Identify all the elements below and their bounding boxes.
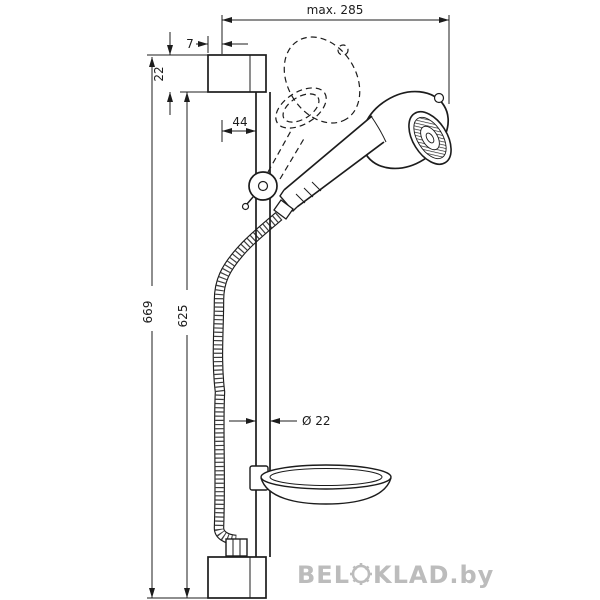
hand-shower-alt-position xyxy=(267,36,361,180)
gear-icon xyxy=(350,563,372,585)
hand-shower xyxy=(273,90,452,220)
slider-lever xyxy=(246,196,254,205)
dim-label-bar-diameter: Ø 22 xyxy=(302,414,331,428)
dimension-lines xyxy=(147,15,450,599)
hose-top-nut xyxy=(273,199,294,220)
slider-holder xyxy=(241,171,278,211)
head-handle-joint xyxy=(370,115,387,143)
alt-handle-edge xyxy=(267,128,293,173)
watermark-suffix: KLAD.by xyxy=(373,561,494,589)
hose-bottom-nut xyxy=(225,538,248,557)
grip-line xyxy=(311,181,322,192)
wall-bracket-bottom xyxy=(207,556,267,599)
alt-handle-edge xyxy=(279,136,306,180)
dim-label-max-reach: max. 285 xyxy=(307,3,364,17)
grip-line xyxy=(295,193,306,204)
soap-dish xyxy=(249,464,392,505)
alt-head-body xyxy=(283,36,361,124)
wall-bracket-top xyxy=(207,54,267,93)
hose-body xyxy=(213,212,282,545)
spray-face xyxy=(408,111,452,165)
slider-pivot xyxy=(257,180,269,192)
dim-label-total-height: 669 xyxy=(141,301,155,324)
soap-dish-inner-rim xyxy=(269,468,383,486)
alt-head-knob xyxy=(337,44,349,56)
handle-fill xyxy=(284,116,384,207)
dim-label-bar-length: 625 xyxy=(176,305,190,328)
dim-label-top-offset: 7 xyxy=(186,37,194,51)
shower-head-knob xyxy=(433,92,445,104)
shower-hose xyxy=(212,212,283,557)
spray-hub xyxy=(425,132,435,144)
handle-top-edge xyxy=(283,115,373,191)
slider-knob xyxy=(241,202,250,211)
dim-label-wall-distance: 44 xyxy=(232,115,247,129)
grip-line xyxy=(303,187,314,198)
watermark: BEL KLAD.by xyxy=(297,561,494,589)
alt-spray-face xyxy=(275,87,327,129)
watermark-prefix: BEL xyxy=(297,561,350,589)
alt-spray-ring xyxy=(282,93,320,123)
dim-label-bracket-height: 22 xyxy=(152,66,166,81)
